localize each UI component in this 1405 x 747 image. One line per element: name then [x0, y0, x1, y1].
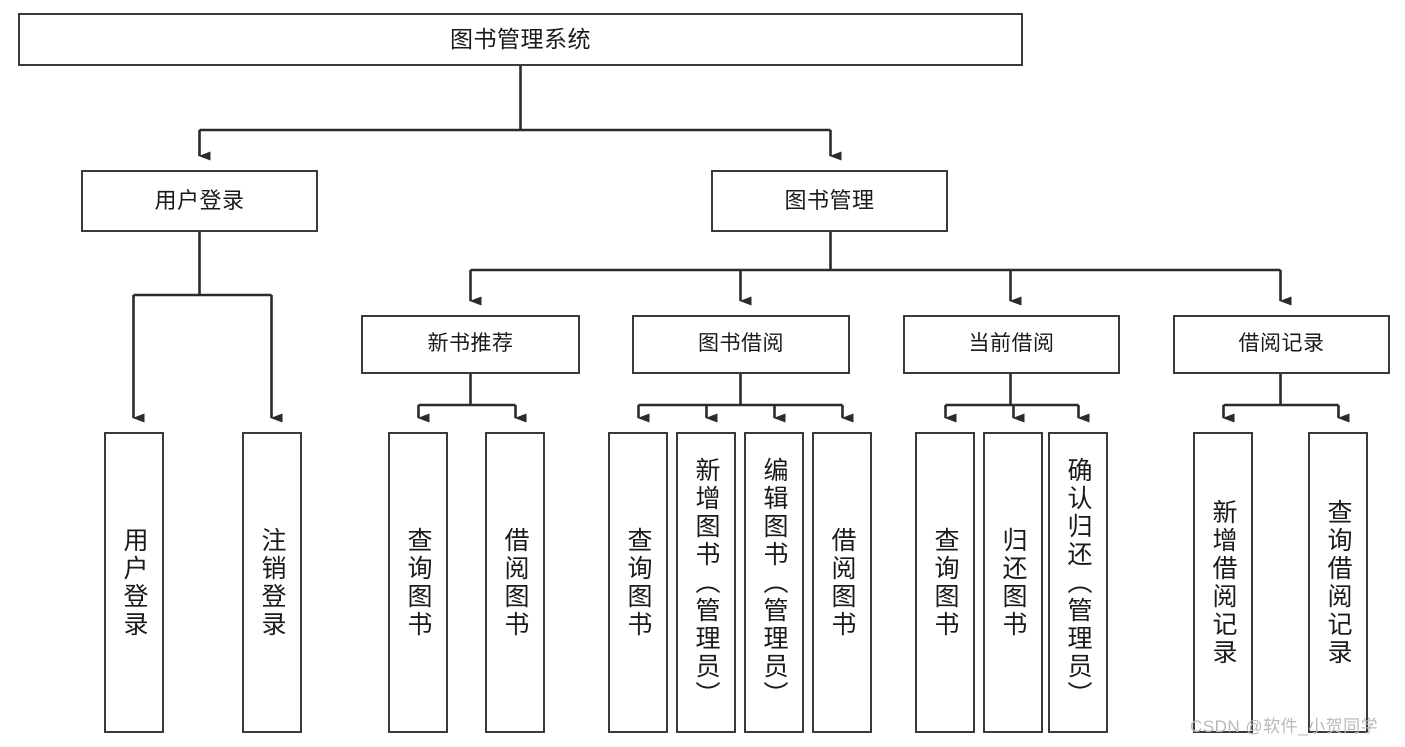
leaf-query-book-current[interactable]: 查询图书	[915, 432, 975, 733]
leaf-query-borrow-record[interactable]: 查询借阅记录	[1308, 432, 1368, 733]
node-label: 用户登录	[120, 526, 148, 639]
node-label: 查询图书	[404, 526, 432, 639]
node-label: 查询图书	[931, 526, 959, 639]
node-label: 图书管理	[784, 188, 875, 214]
node-label: 新书推荐	[427, 332, 514, 356]
leaf-user-logout[interactable]: 注销登录	[242, 432, 302, 733]
leaf-query-book-recommend[interactable]: 查询图书	[388, 432, 448, 733]
node-label: 查询借阅记录	[1324, 498, 1352, 667]
node-label: 查询图书	[624, 526, 652, 639]
node-new-book-recommend[interactable]: 新书推荐	[361, 315, 580, 374]
leaf-borrow-book[interactable]: 借阅图书	[812, 432, 872, 733]
node-label: 借阅图书	[828, 526, 856, 639]
node-label: 图书借阅	[698, 332, 784, 356]
node-label: 新增图书（管理员）	[692, 456, 720, 709]
leaf-add-borrow-record[interactable]: 新增借阅记录	[1193, 432, 1253, 733]
node-label: 归还图书	[999, 526, 1027, 639]
leaf-borrow-book-recommend[interactable]: 借阅图书	[485, 432, 545, 733]
leaf-edit-book-admin[interactable]: 编辑图书（管理员）	[744, 432, 804, 733]
leaf-return-book[interactable]: 归还图书	[983, 432, 1043, 733]
node-label: 借阅图书	[501, 526, 529, 639]
node-book-management[interactable]: 图书管理	[711, 170, 948, 232]
node-user-login[interactable]: 用户登录	[81, 170, 318, 232]
node-label: 借阅记录	[1238, 332, 1325, 356]
leaf-confirm-return-admin[interactable]: 确认归还（管理员）	[1048, 432, 1108, 733]
node-root-system[interactable]: 图书管理系统	[18, 13, 1023, 66]
leaf-user-login[interactable]: 用户登录	[104, 432, 164, 733]
leaf-add-book-admin[interactable]: 新增图书（管理员）	[676, 432, 736, 733]
watermark: CSDN @软件_小贺同学	[1190, 717, 1379, 736]
node-label: 新增借阅记录	[1209, 498, 1237, 667]
node-borrow-record[interactable]: 借阅记录	[1173, 315, 1390, 374]
node-book-borrow[interactable]: 图书借阅	[632, 315, 850, 374]
node-label: 用户登录	[154, 188, 245, 214]
node-label: 当前借阅	[968, 332, 1055, 356]
node-label: 确认归还（管理员）	[1064, 456, 1092, 709]
node-label: 注销登录	[258, 526, 286, 639]
node-label: 图书管理系统	[450, 26, 591, 53]
node-current-borrow[interactable]: 当前借阅	[903, 315, 1120, 374]
leaf-query-book[interactable]: 查询图书	[608, 432, 668, 733]
node-label: 编辑图书（管理员）	[760, 456, 788, 709]
